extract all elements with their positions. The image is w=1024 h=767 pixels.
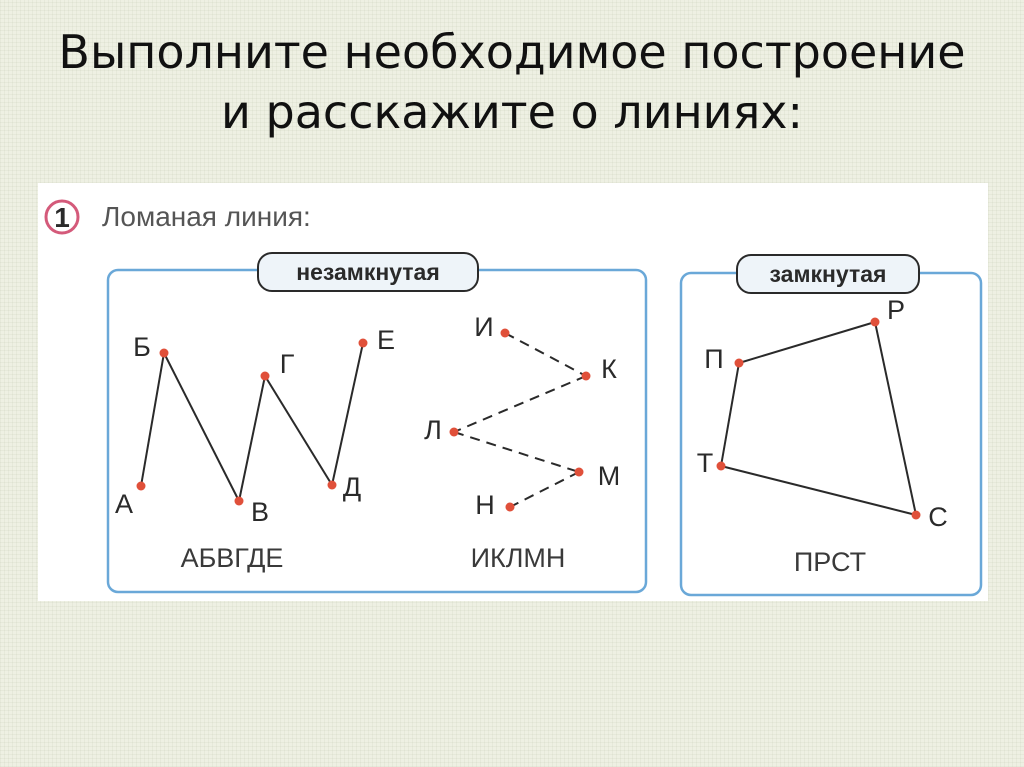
vertex-point xyxy=(260,371,270,381)
vertex-label: Н xyxy=(475,490,495,520)
slide-title: Выполните необходимое построение и расск… xyxy=(0,22,1024,142)
segment xyxy=(264,375,333,486)
segment xyxy=(720,465,917,516)
segment xyxy=(331,342,364,486)
vertex-point xyxy=(574,467,584,477)
vertex-label: Т xyxy=(697,448,714,478)
panel-closed: замкнутая xyxy=(679,254,983,597)
panel-closed-tag-label: замкнутая xyxy=(770,261,887,287)
segment xyxy=(140,352,165,487)
segment xyxy=(738,321,876,364)
vertex-label: Е xyxy=(377,325,395,355)
vertex-point xyxy=(500,328,510,338)
vertex-label: А xyxy=(115,489,133,519)
vertex-label: П xyxy=(704,344,723,374)
vertex-label: М xyxy=(598,461,621,491)
segment xyxy=(163,352,240,502)
segment xyxy=(509,471,580,508)
vertex-point xyxy=(911,510,921,520)
panel-open: незамкнутая xyxy=(106,252,648,594)
segment xyxy=(874,321,917,516)
vertex-point xyxy=(136,481,146,491)
vertex-label: Р xyxy=(887,295,905,325)
vertex-point xyxy=(159,348,169,358)
panel-open-tag xyxy=(257,252,479,292)
vertex-label: К xyxy=(601,354,617,384)
vertex-point xyxy=(870,317,880,327)
textbook-figure: 1 Ломаная линия: незамкнутая замкнутая А… xyxy=(38,183,988,601)
vertex-point xyxy=(505,502,515,512)
segment xyxy=(453,375,587,433)
segment xyxy=(453,431,580,473)
segment xyxy=(238,375,266,502)
vertex-label: Д xyxy=(343,472,361,502)
vertex-point xyxy=(449,427,459,437)
exercise-number-circle xyxy=(44,199,80,235)
vertex-point xyxy=(234,496,244,506)
vertex-point xyxy=(734,358,744,368)
vertex-label: Л xyxy=(424,415,442,445)
vertex-point xyxy=(327,480,337,490)
segment xyxy=(504,332,587,377)
slide-title-line-2: и расскажите о линиях: xyxy=(221,85,803,139)
polyline-name: ИКЛМН xyxy=(471,543,566,573)
vertex-point xyxy=(716,461,726,471)
panel-open-tag-label: незамкнутая xyxy=(296,259,440,285)
vertex-point xyxy=(358,338,368,348)
vertex-label: Г xyxy=(280,349,295,379)
vertex-label: Б xyxy=(133,332,151,362)
polyline-name: АБВГДЕ xyxy=(181,543,284,573)
vertex-label: С xyxy=(928,502,948,532)
figure-canvas: 1 Ломаная линия: незамкнутая замкнутая А… xyxy=(44,199,983,597)
slide-title-line-1: Выполните необходимое построение xyxy=(58,25,966,79)
vertex-label: В xyxy=(251,497,269,527)
polyline-name: ПРСТ xyxy=(794,547,866,577)
vertex-point xyxy=(581,371,591,381)
exercise-heading: Ломаная линия: xyxy=(102,201,311,232)
panel-closed-tag xyxy=(736,254,920,294)
exercise-number: 1 xyxy=(54,202,70,233)
segment xyxy=(720,362,740,467)
exercise-number-badge: 1 xyxy=(44,199,80,235)
vertex-label: И xyxy=(474,312,493,342)
